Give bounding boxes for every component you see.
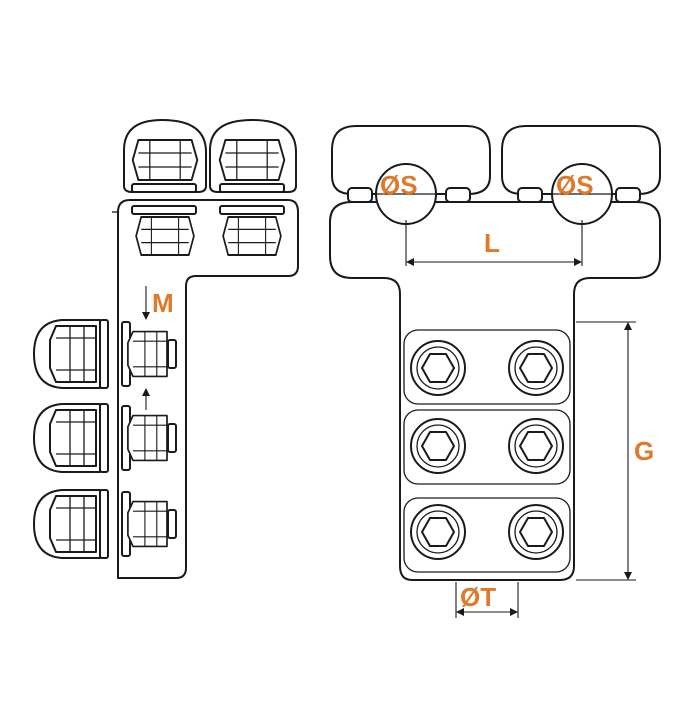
dimension-m: M [142, 286, 174, 410]
front-clamp-cap-left [331, 125, 491, 195]
side-view: M [33, 119, 299, 579]
dimension-ot: ØT [455, 582, 519, 618]
dimension-label-os-right: ØS [556, 170, 594, 200]
front-body-outline [329, 201, 661, 581]
side-clamp-row-2 [33, 403, 177, 473]
front-view: ØS ØS L G [329, 125, 661, 618]
dimension-l: L [405, 220, 583, 266]
dimension-label-l: L [484, 228, 500, 258]
dimension-label-g: G [634, 436, 654, 466]
top-nut-right [218, 139, 286, 181]
side-plate-outline [117, 199, 299, 579]
side-clamp-row-1 [33, 319, 177, 389]
bolt-head-3 [410, 418, 466, 474]
front-clamp-cap-right [501, 125, 661, 195]
top-nut-left [131, 139, 199, 181]
bolt-head-1 [410, 340, 466, 396]
dimension-g: G [576, 321, 654, 581]
top-lower-nut-right [222, 216, 282, 256]
top-lower-nut-left [135, 216, 195, 256]
dimension-label-m: M [152, 288, 174, 318]
dimension-label-os-left: ØS [380, 170, 418, 200]
bolt-head-2 [508, 340, 564, 396]
side-clamp-row-3 [33, 489, 177, 559]
dimension-label-ot: ØT [460, 582, 496, 612]
bolt-head-4 [508, 418, 564, 474]
bolt-head-5 [410, 504, 466, 560]
bolt-head-6 [508, 504, 564, 560]
